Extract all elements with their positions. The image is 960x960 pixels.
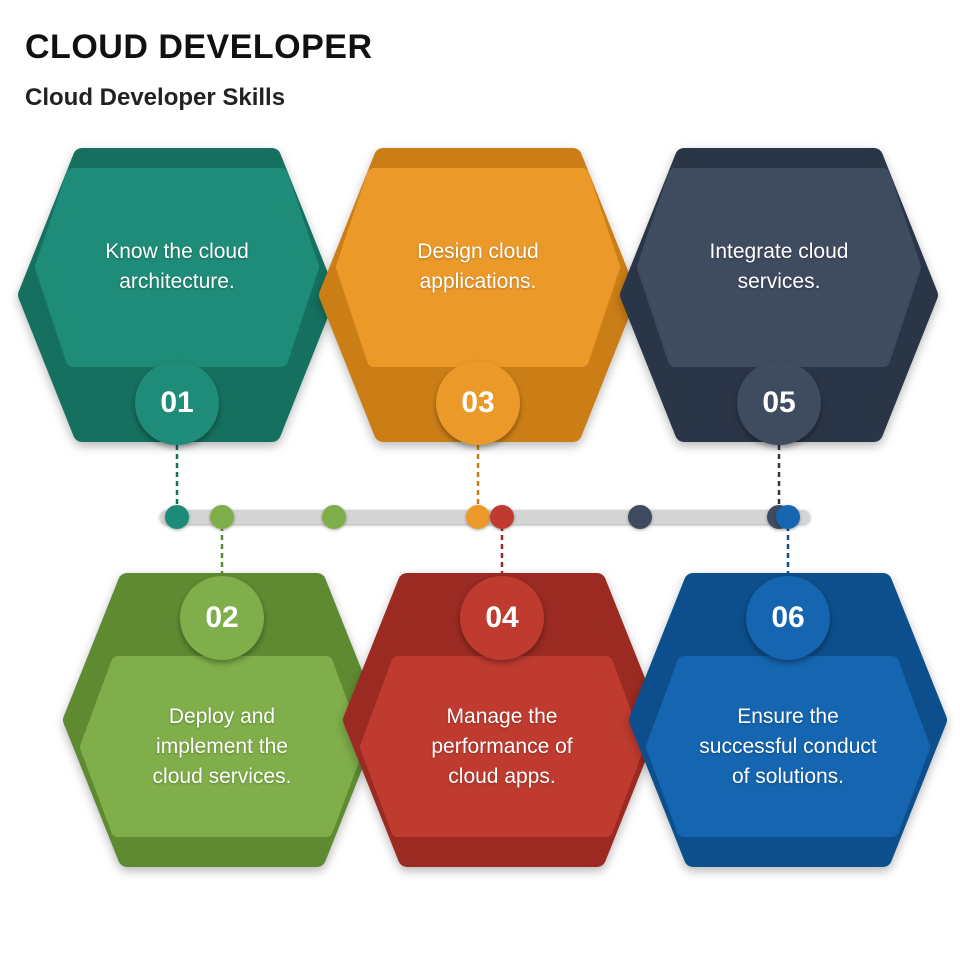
step-06-label-line: Ensure the <box>737 705 839 728</box>
step-03-number-badge: 03 <box>436 361 520 445</box>
page-subtitle: Cloud Developer Skills <box>25 84 286 111</box>
timeline-dot-03 <box>466 505 490 529</box>
timeline-dot-extra <box>322 505 346 529</box>
step-04-label-line: cloud apps. <box>448 765 556 788</box>
timeline-dot-02 <box>210 505 234 529</box>
step-05-hexagon <box>620 148 938 442</box>
step-03-hex-panel <box>336 168 620 367</box>
step-01-hex-panel <box>35 168 319 367</box>
step-06-label-line: successful conduct <box>699 735 877 758</box>
step-02-label-line: cloud services. <box>152 765 292 788</box>
step-02-hexagon <box>63 573 381 867</box>
step-06-number-badge: 06 <box>746 576 830 660</box>
step-02-number-badge: 02 <box>180 576 264 660</box>
step-05-label-line: services. <box>737 270 821 293</box>
step-04-number-badge: 04 <box>460 576 544 660</box>
step-02-label-line: implement the <box>156 735 288 758</box>
step-05-hex-panel <box>637 168 921 367</box>
step-03-label-line: Design cloud <box>417 240 539 263</box>
timeline-dot-01 <box>165 505 189 529</box>
step-01-hexagon <box>18 148 336 442</box>
step-04-label: Manage the performance of cloud apps. <box>392 702 612 792</box>
step-03-hexagon <box>319 148 637 442</box>
step-01-label-line: Know the cloud <box>105 240 249 263</box>
step-06-label: Ensure the successful conduct of solutions… <box>678 702 898 792</box>
step-06-hex-panel <box>646 656 930 837</box>
step-05-label-line: Integrate cloud <box>709 240 849 263</box>
timeline-dot-extra <box>628 505 652 529</box>
step-01-label: Know the cloud architecture. <box>67 237 287 297</box>
step-05-number-badge: 05 <box>737 361 821 445</box>
step-04-label-line: performance of <box>431 735 573 758</box>
step-06-label-line: of solutions. <box>731 765 845 788</box>
step-04-hex-panel <box>360 656 644 837</box>
step-06-hexagon <box>629 573 947 867</box>
timeline-dot-04 <box>490 505 514 529</box>
page-title: CLOUD DEVELOPER <box>25 28 373 66</box>
step-01-label-line: architecture. <box>119 270 235 293</box>
timeline-dot-06 <box>776 505 800 529</box>
step-01-number-badge: 01 <box>135 361 219 445</box>
step-04-label-line: Manage the <box>446 705 558 728</box>
step-03-label-line: applications. <box>419 270 537 293</box>
step-04-hexagon <box>343 573 661 867</box>
step-02-label-line: Deploy and <box>168 705 276 728</box>
step-02-hex-panel <box>80 656 364 837</box>
step-05-label: Integrate cloud services. <box>669 237 889 297</box>
step-03-label: Design cloud applications. <box>368 237 588 297</box>
step-02-label: Deploy and implement the cloud services. <box>112 702 332 792</box>
